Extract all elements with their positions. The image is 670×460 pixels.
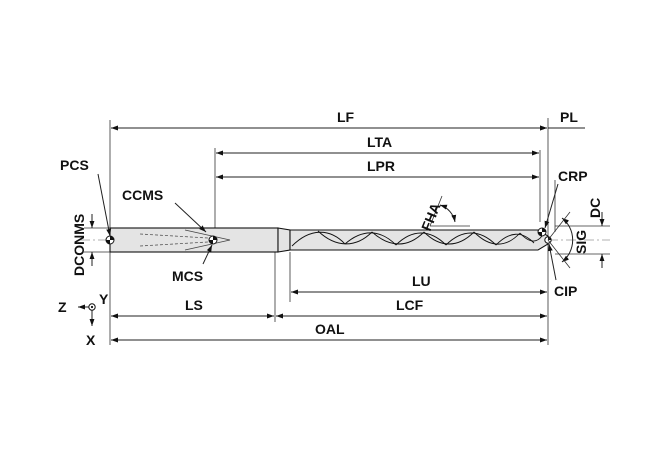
pl-label: PL: [560, 109, 578, 125]
cip-label: CIP: [554, 283, 577, 299]
oal-label: OAL: [315, 321, 345, 337]
dc-label: DC: [587, 198, 603, 218]
dconms-label: DCONMS: [71, 214, 87, 276]
lpr-label: LPR: [367, 158, 395, 174]
pcs-point: [105, 235, 115, 245]
axis-y-label: Y: [99, 291, 109, 307]
mcs-label: MCS: [172, 268, 203, 284]
lf-label: LF: [337, 109, 355, 125]
crp-leader: [544, 183, 559, 229]
cip-leader: [547, 243, 557, 281]
sig-ext-top: [547, 211, 571, 241]
drill-neck: [277, 227, 291, 253]
sig-label: SIG: [573, 230, 589, 254]
ccms-leader: [174, 202, 207, 233]
fha-angle-arc: [439, 204, 457, 223]
drill-flutes: [291, 230, 543, 247]
fha-label: FHA: [418, 200, 444, 233]
axis-x-label: X: [86, 332, 96, 348]
fha-ref-line-2: [429, 195, 443, 227]
pcs-label: PCS: [60, 157, 89, 173]
crp-label: CRP: [558, 168, 588, 184]
sig-angle-arc: [561, 217, 574, 263]
ccms-label: CCMS: [122, 187, 163, 203]
lta-label: LTA: [367, 134, 392, 150]
pcs-leader: [97, 173, 112, 237]
mcs-point: [208, 235, 218, 245]
mcs-leader: [202, 244, 213, 265]
crp-point: [537, 227, 547, 237]
lu-label: LU: [412, 273, 431, 289]
ls-label: LS: [185, 297, 203, 313]
lcf-label: LCF: [396, 297, 424, 313]
axis-z-label: Z: [58, 299, 67, 315]
axes-icon: [78, 303, 96, 326]
